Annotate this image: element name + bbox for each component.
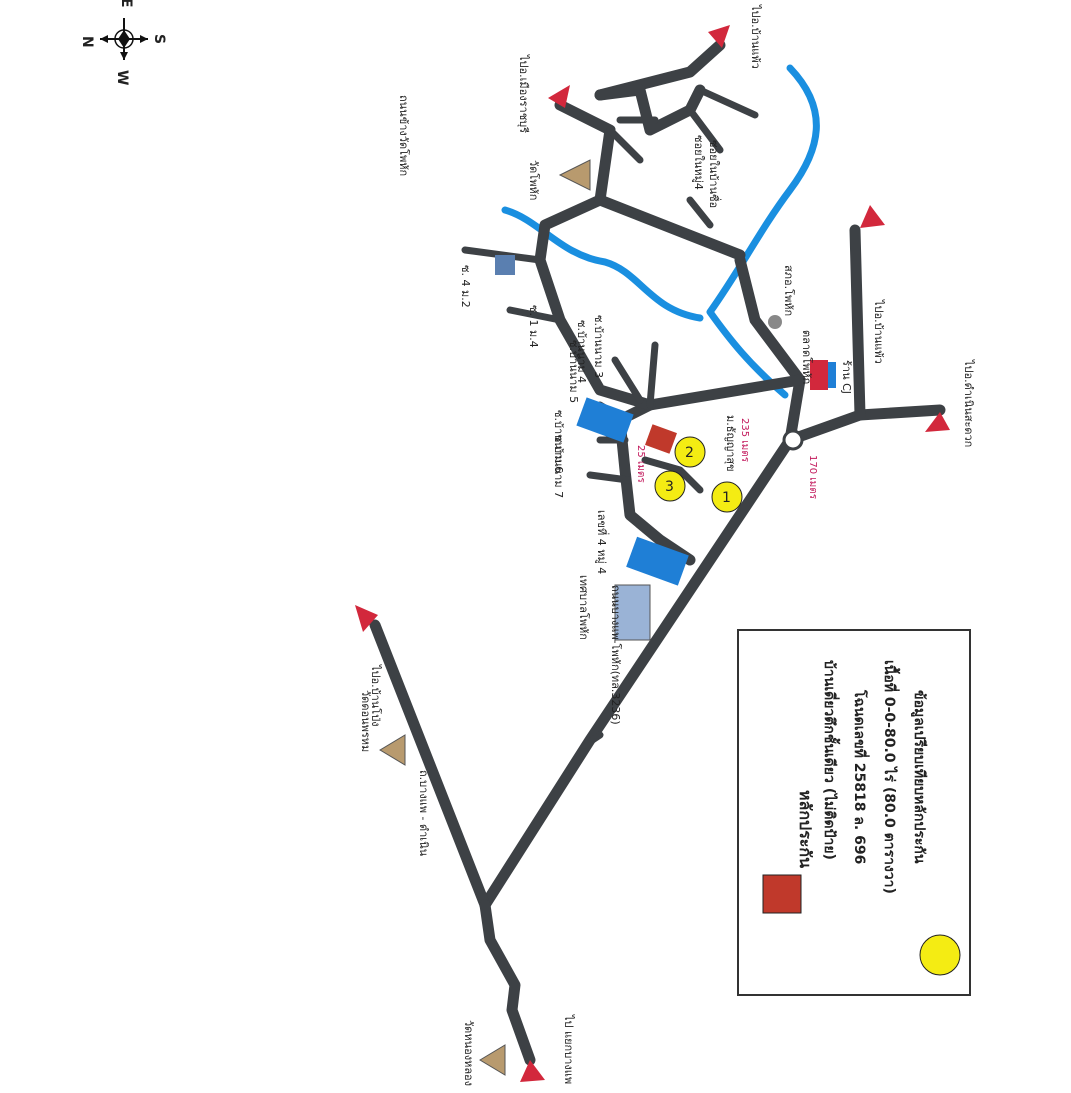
arrow-ban-phaeo-top-icon xyxy=(708,25,730,48)
cj-store-icon xyxy=(810,360,836,390)
label-moo-6: ซ.บ้านนาม 6 xyxy=(552,410,565,473)
label-wat-don: วัดดอนพรหม xyxy=(359,690,372,752)
soi-top-2 xyxy=(686,86,759,229)
label-to-bang-phae: ไป แยกบางแพ xyxy=(562,1014,575,1084)
marker-2: 2 xyxy=(685,445,694,461)
blue-buildings xyxy=(576,397,689,586)
soi-top-1 xyxy=(606,116,659,164)
compass-s: S xyxy=(151,34,167,44)
direction-arrows xyxy=(355,25,950,1082)
soi-14 xyxy=(506,306,564,324)
label-wat-pho-hak: วัดโพหัก xyxy=(527,160,541,200)
legend-line4: ข้อมูลเปรียบเทียบหลักประกัน xyxy=(911,690,927,864)
label-dist-170: 170 เมตร xyxy=(807,455,818,500)
label-to-ban-pong: ไปอ.บ้านโป่ง xyxy=(369,664,383,727)
arrow-ban-phaeo-south-icon xyxy=(860,205,885,228)
label-to-ban-phaeo-top: ไปอ.บ้านแพ้ว xyxy=(749,4,762,69)
road-bang-phae xyxy=(369,619,491,911)
label-market: ตลาดโพหัก xyxy=(800,330,814,384)
road-top-branch xyxy=(594,84,706,136)
soi-moo-8 xyxy=(641,456,704,494)
comparison-markers: 1 2 3 xyxy=(654,436,743,513)
legend-line3: เนื้อที่ 0-0-80.0 ไร่ (80.0 ตารางวา) xyxy=(881,660,901,894)
label-road-bangphae: ถ.บางแพ - ดำเนิน xyxy=(417,770,430,857)
road-north xyxy=(534,99,656,411)
arrow-bang-phae-icon xyxy=(520,1060,545,1082)
label-to-ratchaburi: ไปอ.เมืองราชบุรี xyxy=(517,54,530,133)
label-moo-4: ซ.บ้านนาม 4 xyxy=(575,320,588,383)
marker-1: 1 xyxy=(722,490,731,506)
legend-line2: โฉนดเลขที่ 25818 ล. 696 xyxy=(851,689,870,864)
pagoda-icon xyxy=(495,255,515,275)
collateral-marker xyxy=(645,424,677,454)
label-dist-25: 25 เมตร xyxy=(635,445,646,483)
label-highway: ถนนบางแพ-โพหัก(ทล.3236) xyxy=(609,585,623,725)
river-upper xyxy=(501,206,704,322)
compass-e: E xyxy=(118,0,134,8)
marker-3: 3 xyxy=(665,479,674,495)
label-moo-3: ซ.บ้านนาม 3 xyxy=(592,315,605,378)
soi-moo-4 xyxy=(611,356,644,404)
temple-don-icon xyxy=(379,734,406,766)
label-wat-nong: วัดหนองหลอง xyxy=(462,1020,475,1086)
label-cj: ร้าน CJ xyxy=(840,360,853,394)
compass-w: W xyxy=(114,70,130,85)
temple-pho-hak-icon xyxy=(558,159,591,191)
label-house-no: เลขที่ 4 หมู่ 4 xyxy=(595,510,610,574)
legend-title: หลักประกัน xyxy=(796,790,815,868)
temple-nong-icon xyxy=(479,1044,506,1076)
map-labels: ถนนข้างวัดโพหัก วัดโพหัก ไปอ.เมืองราชบุร… xyxy=(359,4,975,1086)
compass-n: N xyxy=(79,36,95,48)
legend-comparison-swatch xyxy=(919,934,961,976)
road-cj xyxy=(734,254,806,446)
label-road-4-12: ซ. 4 ม.2 xyxy=(459,265,472,308)
label-tambon-office: สภอ.โพหัก xyxy=(782,265,796,316)
arrow-ban-pong-icon xyxy=(355,605,378,632)
police-station-icon xyxy=(768,315,782,329)
river-main xyxy=(706,64,820,399)
arrow-ratchaburi-icon xyxy=(548,85,570,108)
label-to-ban-phaeo-bottom: ไปอ.บ้านแพ้ว xyxy=(872,299,885,364)
road-ban-phaeo-south xyxy=(849,224,866,421)
legend-collateral-swatch xyxy=(762,874,802,914)
label-road-wat-pho-hak: ถนนข้างวัดโพหัก xyxy=(397,95,411,176)
school-icon xyxy=(614,584,651,641)
label-soi-lang-2: ซอยในบ้านซื่อ xyxy=(707,140,722,208)
label-moo-7: ซ.บ้านนาม 7 xyxy=(552,435,565,498)
road-upper-main xyxy=(594,194,746,261)
soi-moo-7 xyxy=(586,471,632,484)
label-dist-235: 235 เมตร xyxy=(739,418,750,463)
road-to-bang-phae xyxy=(479,899,536,1066)
label-to-damnoen: ไปอ.ดำเนินสะดวก xyxy=(962,359,975,447)
soi-moo-3 xyxy=(646,341,659,409)
arrow-damnoen-icon xyxy=(925,412,950,432)
legend: หลักประกัน บ้านเดี่ยวตึกชั้นเดียว (ไม่ติ… xyxy=(737,629,971,996)
temple-icons xyxy=(379,159,591,1076)
compass-rose-icon: N E S W xyxy=(79,0,167,85)
legend-line1: บ้านเดี่ยวตึกชั้นเดียว (ไม่ติดป้าย) xyxy=(821,660,841,860)
label-moo-5: ซ.บ้านนาม 5 xyxy=(567,340,580,403)
road-highway-cross xyxy=(581,731,604,749)
label-road-1-4: ซ. 1 ม.4 xyxy=(527,305,540,348)
label-municipality: เทศบาลโพหัก xyxy=(577,575,591,640)
roundabout-icon xyxy=(782,429,804,451)
label-m-unyasuk: ม.ธัญญาสุข xyxy=(724,415,737,472)
label-soi-lang-1: ซอยในหมู่4 xyxy=(692,135,705,190)
